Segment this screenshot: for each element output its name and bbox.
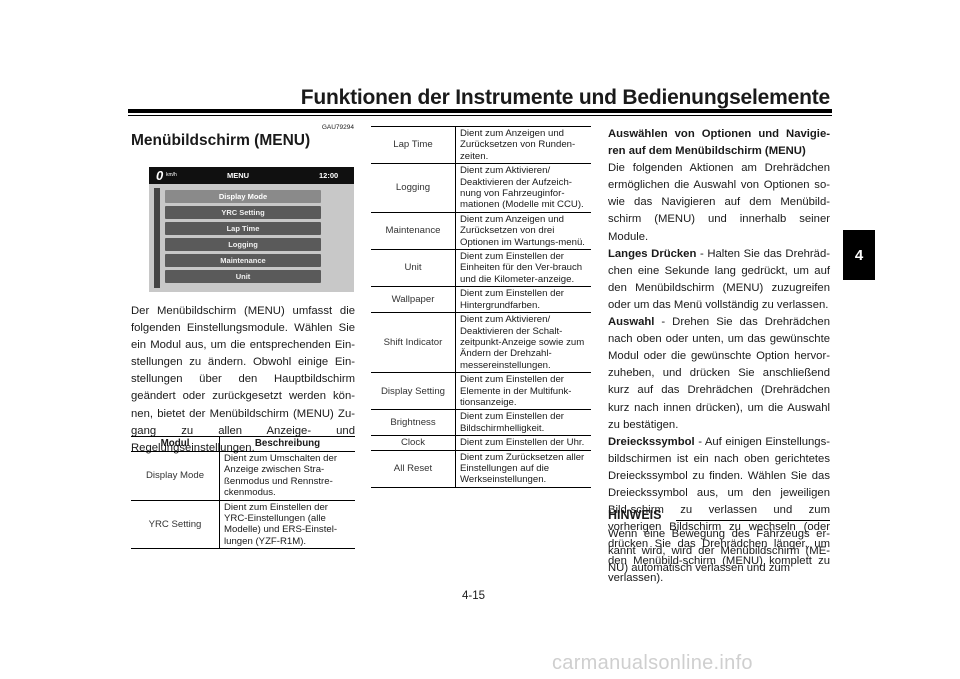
section-title: Menübildschirm (MENU) [131, 132, 311, 149]
triangle-paragraph: Dreieckssymbol - Auf einigen Einstellung… [608, 434, 830, 588]
table-cell-desc: Dient zum Aktivieren/ Deaktivieren der A… [455, 163, 591, 213]
table-cell-module: All Reset [371, 449, 456, 488]
table-cell-desc: Dient zum Anzeigen und Zurücksetzen von … [455, 211, 591, 251]
speed-unit: km/h [166, 172, 177, 178]
page-header-title: Funktionen der Instrumente und Bedienung… [300, 86, 830, 109]
long-press-text: - Halten Sie das Drehräd-chen eine Sekun… [608, 247, 830, 311]
speed-readout: 0 [156, 168, 164, 183]
table-cell-desc: Dient zum Anzeigen und Zurücksetzen von … [455, 125, 591, 165]
chapter-tab: 4 [843, 230, 875, 280]
menu-item: Logging [165, 238, 321, 251]
table-cell-module: YRC Setting [131, 499, 220, 550]
note-text: Wenn eine Bewegung des Fahrzeugs er-kann… [608, 528, 830, 575]
screen-status-bar: 0 km/h MENU 12:00 [149, 167, 354, 184]
table-cell-desc: Dient zum Einstellen der Uhr. [455, 435, 591, 451]
page-number: 4-15 [462, 590, 486, 602]
table-cell-module: Lap Time [371, 125, 456, 165]
table-header: Modul [131, 436, 220, 452]
table-cell-desc: Dient zum Einstellen der Elemente in der… [455, 372, 591, 411]
table-cell-desc: Dient zum Umschalten der Anzeige zwische… [219, 451, 355, 501]
table-cell-module: Wallpaper [371, 286, 456, 314]
select-paragraph: Auswahl - Drehen Sie das Drehrädchen nac… [608, 314, 830, 434]
nav-intro: Die folgenden Aktionen am Drehrädchen er… [608, 162, 830, 243]
subsection-heading: Auswählen von Optionen und Navigie-ren a… [608, 128, 830, 158]
table-cell-desc: Dient zum Zurücksetzen aller Einstellung… [455, 449, 591, 488]
table-cell-module: Logging [371, 163, 456, 213]
intro-paragraph: Der Menübildschirm (MENU) umfasst die fo… [131, 305, 355, 454]
menu-item: YRC Setting [165, 206, 321, 219]
watermark: carmanualsonline.info [552, 652, 753, 674]
table-cell-desc: Dient zum Aktivieren/ Deaktivieren der S… [455, 312, 591, 374]
menu-item: Display Mode [165, 190, 321, 203]
table-header: Beschreibung [219, 436, 355, 452]
triangle-text: - Auf einigen Einstellungs-bildschirmen … [608, 435, 830, 585]
select-text: - Drehen Sie das Drehrädchen nach oben o… [608, 316, 830, 431]
table-cell-module: Clock [371, 435, 456, 451]
screen-menu-label: MENU [227, 171, 250, 180]
scroll-indicator [154, 188, 160, 288]
note-rule [676, 520, 830, 521]
select-label: Auswahl [608, 316, 655, 329]
table-cell-desc: Dient zum Einstellen der Hintergrundfarb… [455, 286, 591, 314]
long-press-label: Langes Drücken [608, 247, 697, 260]
section-code: GAU79294 [321, 124, 354, 131]
table-cell-module: Display Setting [371, 372, 456, 411]
table-row: YRC Setting Dient zum Einstellen der YRC… [131, 499, 355, 550]
menu-item: Lap Time [165, 222, 321, 235]
table-cell-desc: Dient zum Einstellen der Bildschirmhelli… [455, 409, 591, 437]
table-row: Display Mode Dient zum Umschalten der An… [131, 451, 355, 501]
triangle-label: Dreieckssymbol [608, 435, 695, 448]
long-press-paragraph: Langes Drücken - Halten Sie das Drehräd-… [608, 246, 830, 314]
menu-item: Maintenance [165, 254, 321, 267]
header-rule-thin [128, 115, 832, 116]
menu-screen-illustration: 0 km/h MENU 12:00 Display Mode YRC Setti… [149, 167, 354, 292]
table-cell-desc: Dient zum Einstellen der YRC-Einstellung… [219, 499, 355, 550]
module-table-1: Modul Beschreibung Display Mode Dient zu… [131, 436, 355, 550]
note-label: HINWEIS [608, 508, 662, 522]
table-cell-module: Unit [371, 249, 456, 288]
screen-clock: 12:00 [319, 171, 339, 180]
table-header-row: Modul Beschreibung [131, 436, 355, 452]
header-rule [128, 109, 832, 113]
note-heading: HINWEIS [608, 508, 830, 526]
menu-item: Unit [165, 270, 321, 283]
table-cell-module: Shift Indicator [371, 312, 456, 374]
table-cell-desc: Dient zum Einstellen der Einheiten für d… [455, 249, 591, 288]
table-cell-module: Maintenance [371, 211, 456, 251]
table-cell-module: Display Mode [131, 451, 220, 501]
navigation-instructions: Auswählen von Optionen und Navigie-ren a… [608, 126, 830, 588]
table-cell-module: Brightness [371, 409, 456, 437]
